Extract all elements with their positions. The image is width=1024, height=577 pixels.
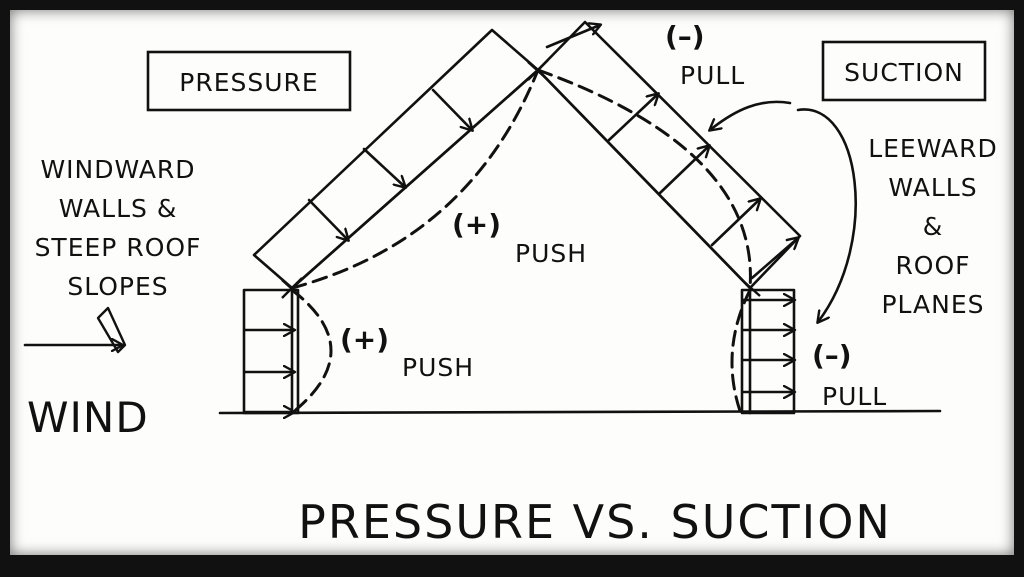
leeward-callout-arrow: [796, 108, 857, 322]
pressure-label: PRESSURE: [179, 68, 318, 97]
windward-roof-arrow: [431, 88, 472, 130]
windward-wall-load-box: [242, 288, 300, 415]
windward-roof-deflection: [290, 68, 540, 290]
leeward-roof-deflection: [536, 68, 752, 290]
windsock-icon: [96, 306, 127, 354]
pressure-label-box: [146, 50, 352, 112]
wall-pull-label: PULL: [822, 382, 887, 411]
windward-label-line-3: STEEP ROOF: [35, 233, 202, 262]
roof-push-sign: (+): [452, 208, 501, 241]
suction-callout-arrow: [710, 100, 792, 130]
windward-label-line-2: WALLS &: [59, 194, 178, 223]
windward-label-line-4: SLOPES: [67, 272, 168, 301]
ground-line: [218, 409, 942, 415]
roof-pull-label: PULL: [680, 61, 745, 90]
leeward-label-line-5: PLANES: [881, 290, 984, 319]
windward-roof-peak-arrow: [545, 25, 600, 49]
windward-label-line-1: WINDWARD: [40, 155, 195, 184]
leeward-roof-arrow: [607, 94, 658, 142]
windward-roof-arrow: [307, 198, 348, 240]
wall-push-sign: (+): [340, 323, 389, 356]
leeward-roof-arrow: [750, 238, 798, 280]
suction-label-box: [821, 40, 987, 102]
wall-pull-sign: (–): [812, 339, 852, 372]
windward-wall-deflection: [290, 288, 333, 415]
leeward-label-line-2: WALLS: [888, 173, 977, 202]
windward-eave-joint-mark: [281, 277, 303, 299]
leeward-roof-arrow: [710, 199, 760, 247]
suction-label: SUCTION: [844, 58, 964, 87]
roof-push-label: PUSH: [515, 239, 587, 268]
windward-roof-arrow: [362, 147, 405, 187]
leeward-label-line-3: &: [923, 212, 944, 241]
leeward-roof-arrow: [658, 146, 709, 195]
diagram-title: PRESSURE VS. SUCTION: [298, 495, 892, 549]
leeward-label-line-4: ROOF: [895, 251, 970, 280]
roof-pull-sign: (–): [665, 20, 705, 53]
wind-label: WIND: [27, 393, 149, 442]
leeward-wall-deflection: [730, 288, 752, 413]
wall-push-label: PUSH: [402, 353, 474, 382]
peak-joint-mark: [527, 59, 549, 81]
leeward-label-line-1: LEEWARD: [868, 134, 998, 163]
leeward-eave-joint-mark: [741, 279, 761, 297]
leeward-wall-load-box: [740, 288, 796, 415]
